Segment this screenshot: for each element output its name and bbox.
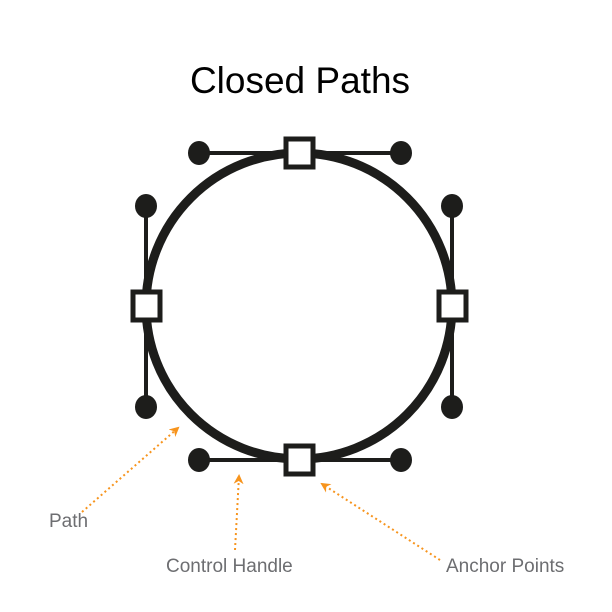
anchor-points-arrow [320,482,441,561]
diagram-title: Closed Paths [189,60,411,101]
handle-point [390,141,412,165]
path-arrow [81,426,180,513]
label-path: Path [49,511,89,532]
anchor-point [283,136,316,170]
anchor-point [436,289,469,323]
handle-point [188,448,210,472]
handle-point [390,448,412,472]
handle-points [135,141,463,472]
closed-path [141,148,457,464]
handle-point [441,194,463,218]
anchor-point [283,443,316,477]
handle-point [135,395,157,419]
anchor-points [130,136,469,477]
handle-point [135,194,157,218]
handle-point [188,141,210,165]
label-control-handle: Control Handle [166,556,293,577]
anchor-point [130,289,163,323]
label-anchor-points: Anchor Points [446,556,565,577]
control-handle-arrow [233,474,244,551]
handle-point [441,395,463,419]
